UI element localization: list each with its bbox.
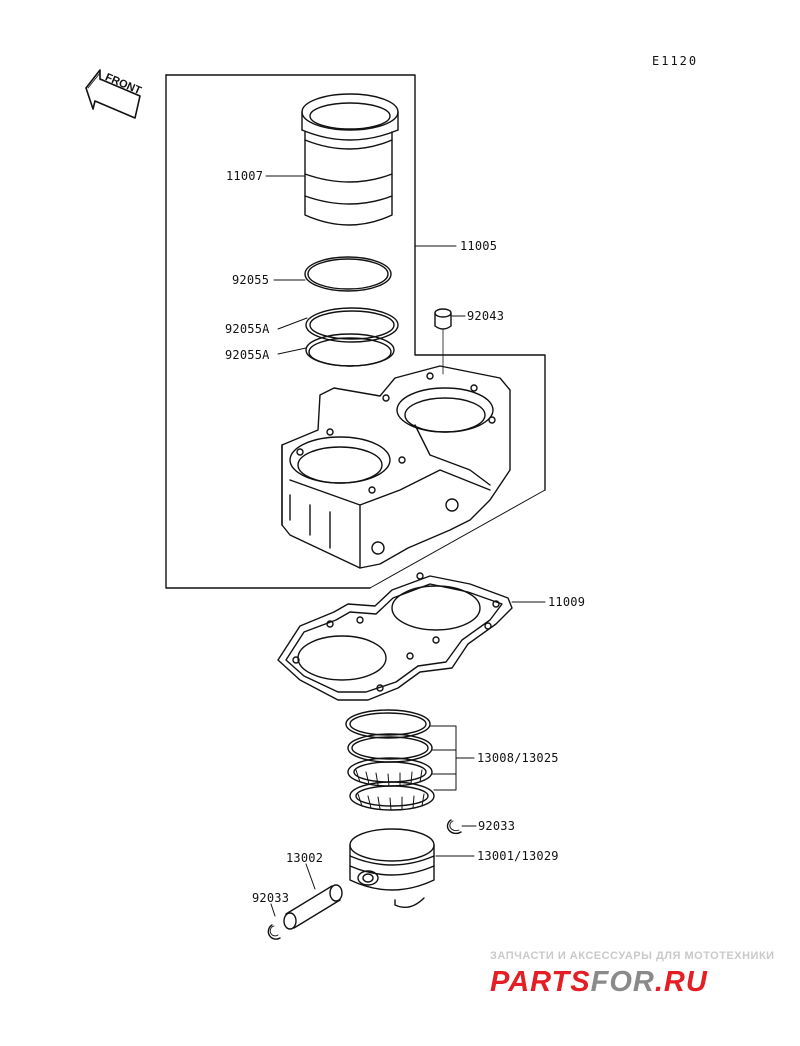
dowel-pin <box>434 308 452 375</box>
o-ring-lower <box>305 333 395 367</box>
watermark-logo: PARTSFOR.RU <box>490 966 708 999</box>
part-label-11005: 11005 <box>460 239 498 253</box>
leader-lines <box>265 175 546 917</box>
part-label-13002: 13002 <box>286 851 324 865</box>
piston-rings <box>345 709 435 811</box>
part-label-13008-13025: 13008/13025 <box>477 751 559 765</box>
part-label-92055: 92055 <box>232 273 270 287</box>
front-label: FRONT <box>103 71 143 97</box>
part-label-11009: 11009 <box>548 595 586 609</box>
part-label-92033-left: 92033 <box>252 891 290 905</box>
part-label-11007: 11007 <box>226 169 264 183</box>
circlip-left <box>267 924 281 940</box>
assembly-bracket <box>165 74 546 589</box>
piston <box>349 828 435 908</box>
cylinder-liner <box>301 93 399 226</box>
part-label-92055a-upper: 92055A <box>225 322 270 336</box>
watermark-logo-ru: .RU <box>654 966 708 998</box>
part-label-92055a-lower: 92055A <box>225 348 270 362</box>
part-label-92043: 92043 <box>467 309 505 323</box>
o-ring-upper <box>304 256 392 292</box>
cylinder-block <box>281 365 511 569</box>
front-label-wrap: FRONT <box>103 71 143 97</box>
diagram-reference: E1120 <box>652 54 699 68</box>
part-label-92033-right: 92033 <box>478 819 516 833</box>
watermark-logo-for: FOR <box>590 966 655 998</box>
watermark-logo-parts: PARTS <box>490 966 591 998</box>
circlip-right <box>446 819 462 835</box>
watermark-caption: ЗАПЧАСТИ И АКСЕССУАРЫ ДЛЯ МОТОТЕХНИКИ <box>490 950 775 962</box>
o-ring-middle <box>305 307 399 343</box>
part-label-13001-13029: 13001/13029 <box>477 849 559 863</box>
piston-pin <box>283 884 343 930</box>
base-gasket <box>277 572 513 701</box>
front-arrow-icon <box>85 69 141 119</box>
